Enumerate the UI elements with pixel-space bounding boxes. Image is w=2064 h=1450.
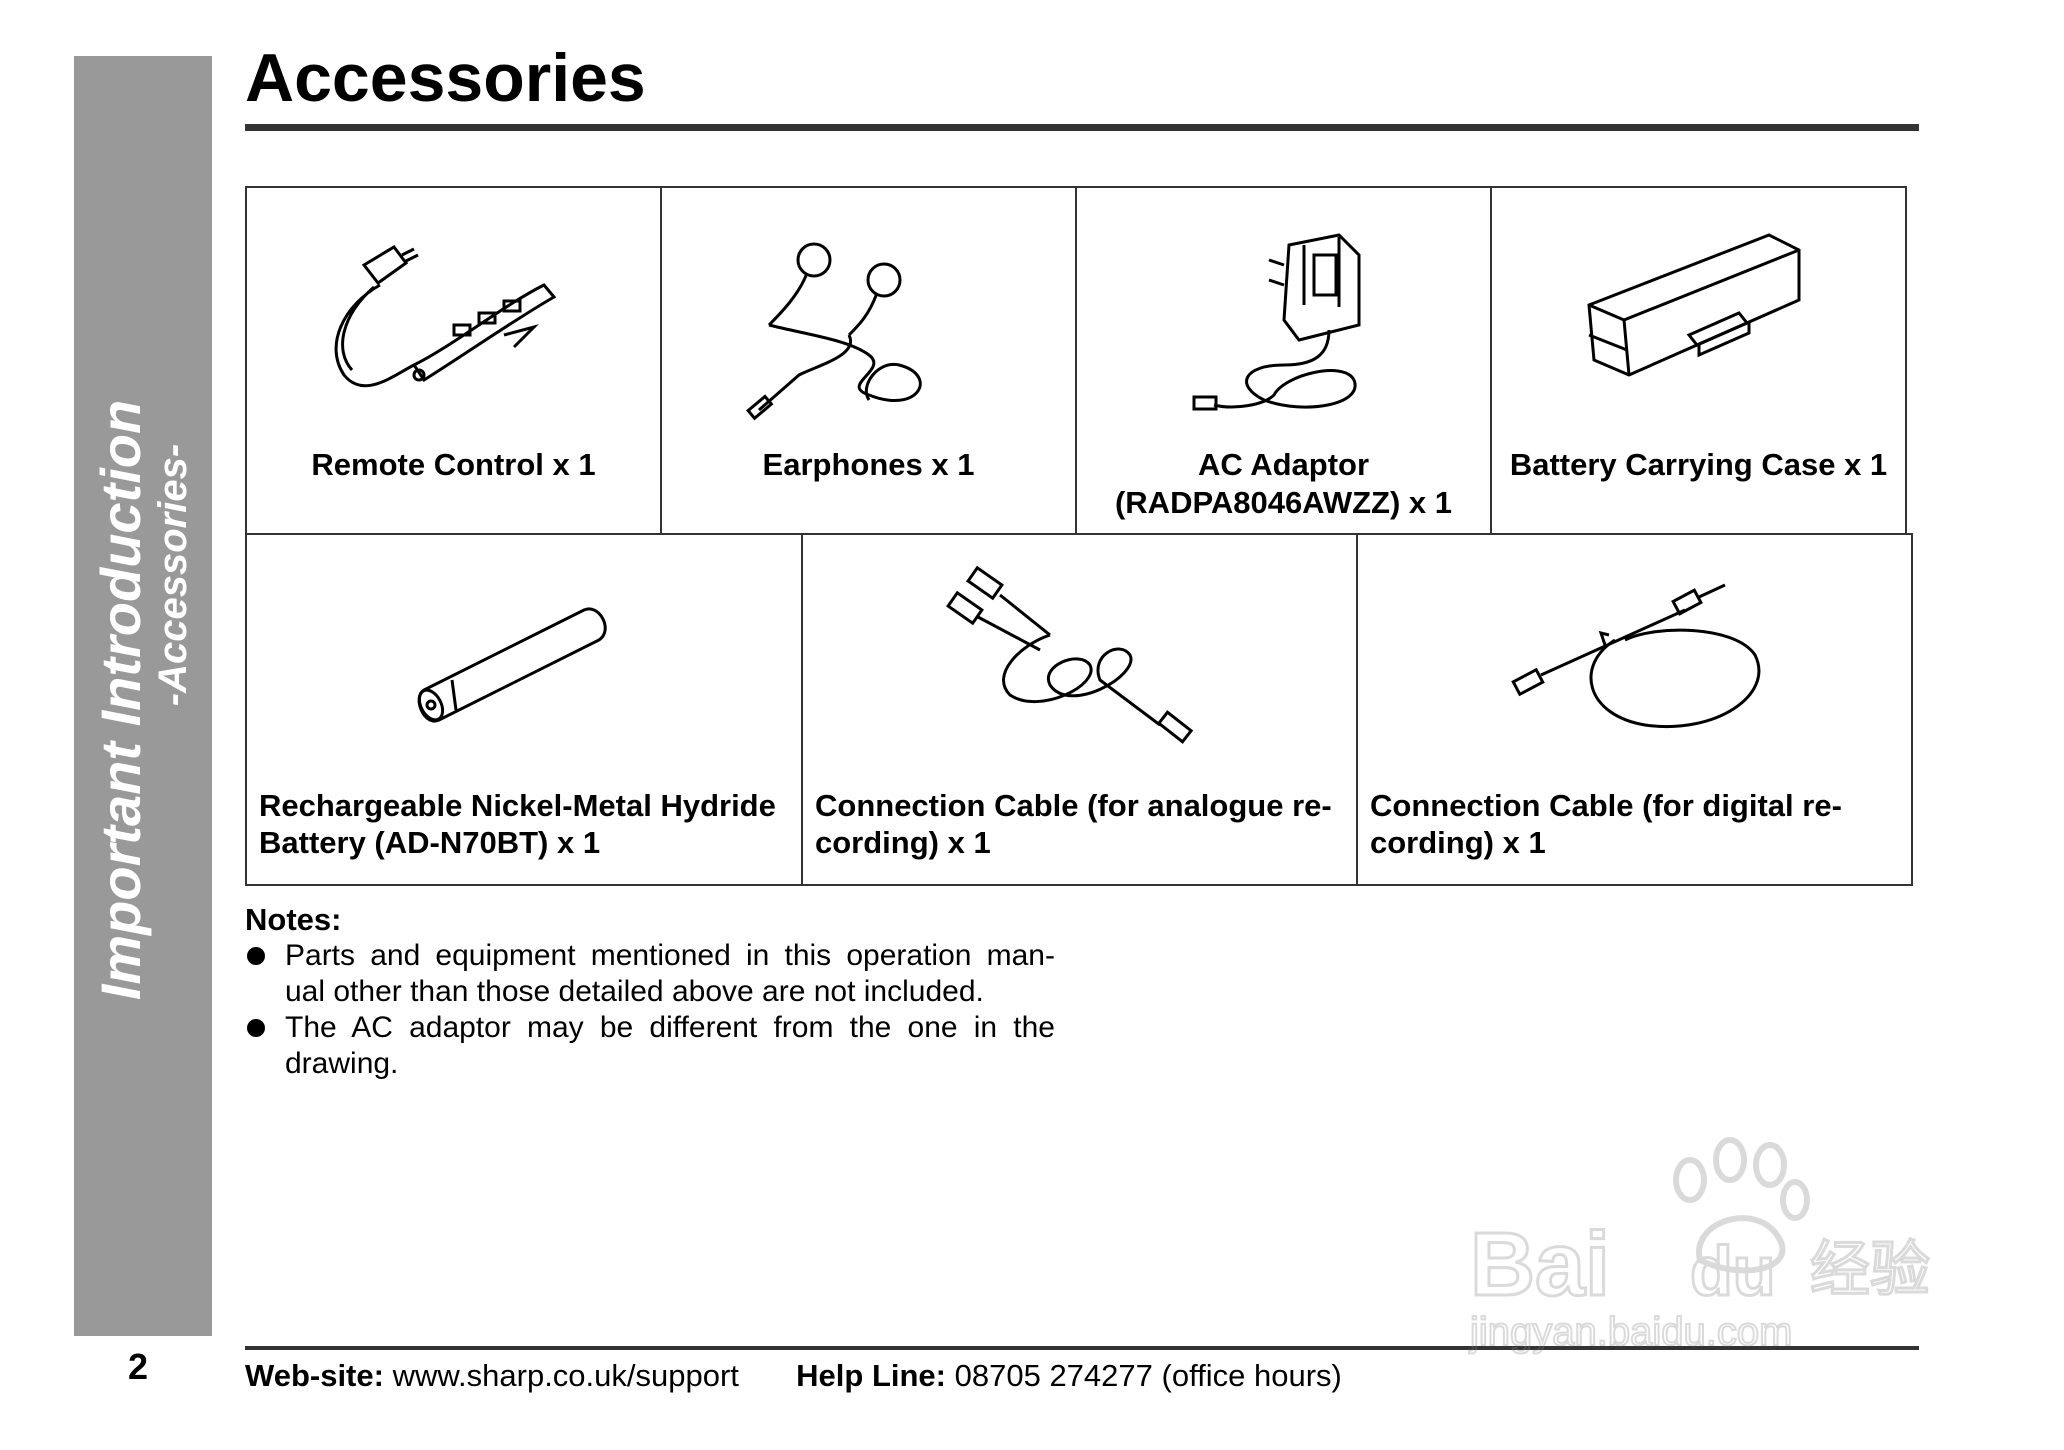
note-item: Parts and equipment mentioned in this op… (245, 938, 1055, 1010)
accessory-label: Earphones x 1 (762, 447, 975, 482)
notes-list: Parts and equipment mentioned in this op… (245, 938, 1055, 1082)
accessory-label: Battery Carrying Case x 1 (1509, 447, 1888, 482)
accessory-label: Remote Control x 1 (311, 447, 596, 482)
accessory-cell: Rechargeable Nickel-Metal Hydride Batter… (245, 533, 803, 886)
battery-case-icon (1492, 210, 1905, 440)
sidebar-section-title: Important Introduction -Accessories- (89, 399, 195, 1001)
accessory-cell: Remote Control x 1 (245, 186, 662, 535)
page-number: 2 (128, 1346, 149, 1387)
earphones-icon (662, 210, 1075, 440)
accessory-label: Connection Cable (for digital re- cordin… (1370, 788, 1842, 860)
accessory-label: AC Adaptor (RADPA8046AWZZ) x 1 (1114, 447, 1453, 520)
battery-icon (247, 555, 801, 775)
footer-rule (245, 1346, 1919, 1350)
accessory-label: Rechargeable Nickel-Metal Hydride Batter… (259, 788, 776, 860)
accessories-table: Remote Control x 1 Earphones x 1 (245, 186, 1907, 535)
page-title: Accessories (245, 40, 646, 116)
accessories-table-row2: Rechargeable Nickel-Metal Hydride Batter… (245, 533, 1913, 886)
ac-adaptor-icon (1077, 210, 1490, 440)
analogue-cable-icon (803, 555, 1356, 775)
sidebar-band (74, 56, 212, 1336)
svg-text:du: du (1690, 1232, 1776, 1310)
accessory-cell: Earphones x 1 (660, 186, 1077, 535)
helpline-label: Help Line: (796, 1358, 946, 1393)
bullet-icon (247, 947, 265, 965)
accessory-cell: AC Adaptor (RADPA8046AWZZ) x 1 (1075, 186, 1492, 535)
accessory-cell: Connection Cable (for digital re- cordin… (1356, 533, 1913, 886)
accessory-label: Connection Cable (for analogue re- cordi… (815, 788, 1332, 860)
sidebar-section: Important Introduction (89, 399, 152, 1001)
notes-section: Notes: Parts and equipment mentioned in … (245, 902, 1055, 1082)
sidebar-subsection: -Accessories- (151, 443, 195, 707)
svg-text:经验: 经验 (1810, 1235, 1930, 1305)
svg-text:jingyan.baidu.com: jingyan.baidu.com (1469, 1310, 1792, 1354)
notes-heading: Notes: (245, 902, 342, 937)
helpline-value: 08705 274277 (office hours) (954, 1358, 1342, 1393)
bullet-icon (247, 1019, 265, 1037)
footer: Web-site: www.sharp.co.uk/support Help L… (245, 1356, 1342, 1396)
svg-text:Bai: Bai (1470, 1215, 1610, 1315)
digital-cable-icon (1358, 555, 1911, 775)
website-link[interactable]: www.sharp.co.uk/support (392, 1358, 739, 1393)
website-label: Web-site: (245, 1358, 384, 1393)
note-item: The AC adaptor may be different from the… (245, 1010, 1055, 1082)
title-underline (245, 124, 1919, 131)
accessory-cell: Battery Carrying Case x 1 (1490, 186, 1907, 535)
note-text: Parts and equipment mentioned in this op… (285, 939, 1055, 1008)
accessory-cell: Connection Cable (for analogue re- cordi… (801, 533, 1358, 886)
baidu-watermark-logo: Bai du 经验 jingyan.baidu.com (1468, 1137, 1932, 1355)
remote-control-icon (247, 210, 660, 440)
note-text: The AC adaptor may be different from the… (285, 1011, 1055, 1080)
